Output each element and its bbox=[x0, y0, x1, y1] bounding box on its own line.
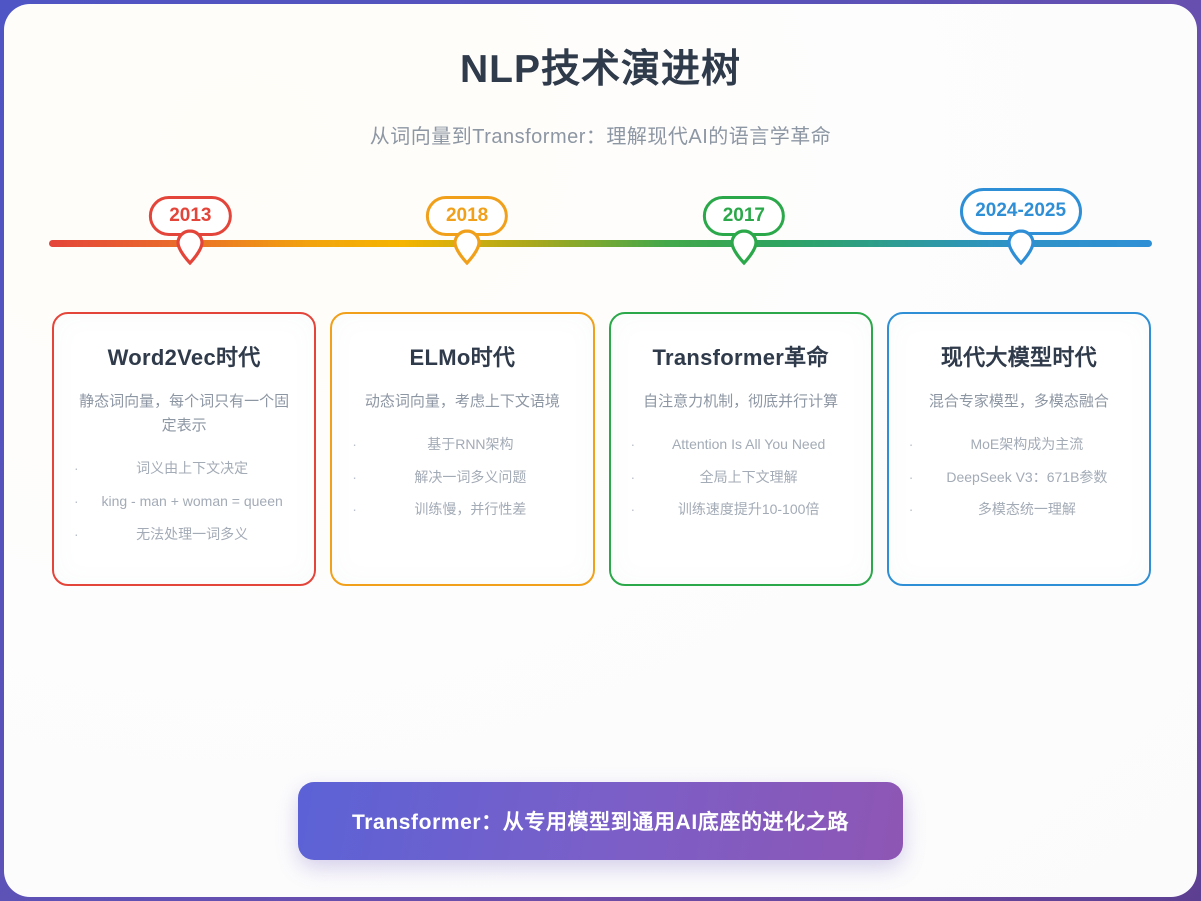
list-item: · 基于RNN架构 bbox=[346, 434, 578, 456]
list-item-label: 多模态统一理解 bbox=[977, 501, 1076, 518]
list-item: · 无法处理一词多义 bbox=[68, 524, 300, 546]
infographic-page-card: NLP技术演进树 从词向量到Transformer：理解现代AI的语言学革命 2… bbox=[4, 4, 1197, 897]
era-card-title: 现代大模型时代 bbox=[940, 345, 1097, 370]
list-item-label: 解决一词多义问题 bbox=[414, 468, 527, 485]
page-title: NLP技术演进树 bbox=[459, 48, 741, 91]
era-card-description: 动态词向量，考虑上下文语境 bbox=[364, 392, 560, 410]
bullet-icon: · bbox=[74, 525, 79, 542]
era-card-points: · 基于RNN架构 · 解决一词多义问题 · 训练慢，并行性差 bbox=[346, 434, 578, 521]
header: NLP技术演进树 从词向量到Transformer：理解现代AI的语言学革命 bbox=[4, 4, 1197, 149]
year-badge: 2024-2025 bbox=[959, 187, 1082, 236]
list-item: · 词义由上下文决定 bbox=[68, 458, 300, 480]
list-item: · 多模态统一理解 bbox=[903, 499, 1135, 521]
location-pin-icon bbox=[729, 228, 759, 266]
era-card-points: · Attention Is All You Need · 全局上下文理解 · … bbox=[625, 434, 857, 521]
era-card-description: 自注意力机制，彻底并行计算 bbox=[643, 392, 839, 410]
list-item-label: 训练速度提升10-100倍 bbox=[677, 501, 820, 518]
bullet-icon: · bbox=[908, 435, 914, 452]
bullet-icon: · bbox=[352, 501, 357, 518]
bullet-icon: · bbox=[630, 435, 636, 452]
list-item: · MoE架构成为主流 bbox=[903, 434, 1135, 456]
bullet-icon: · bbox=[352, 435, 357, 452]
timeline: 2013 2018 2017 bbox=[4, 187, 1197, 266]
summary-banner: Transformer：从专用模型到通用AI底座的进化之路 bbox=[298, 782, 903, 860]
timeline-rail bbox=[49, 239, 1152, 247]
list-item: · 训练慢，并行性差 bbox=[346, 499, 578, 521]
era-card-title: Word2Vec时代 bbox=[107, 345, 261, 370]
bullet-icon: · bbox=[908, 501, 914, 518]
bullet-icon: · bbox=[74, 492, 79, 509]
bullet-icon: · bbox=[908, 468, 914, 485]
list-item: · 训练速度提升10-100倍 bbox=[625, 499, 857, 521]
timeline-marker-2017[interactable]: 2017 bbox=[606, 195, 883, 266]
era-cards-row: Word2Vec时代 静态词向量，每个词只有一个固定表示 · 词义由上下文决定 … bbox=[52, 312, 1151, 586]
list-item-label: 训练慢，并行性差 bbox=[414, 501, 527, 518]
list-item: · 全局上下文理解 bbox=[625, 467, 857, 489]
list-item-label: 基于RNN架构 bbox=[427, 435, 514, 452]
location-pin-icon bbox=[175, 228, 205, 266]
list-item-label: 词义由上下文决定 bbox=[136, 460, 249, 477]
bullet-icon: · bbox=[630, 501, 636, 518]
era-card-points: · MoE架构成为主流 · DeepSeek V3：671B参数 · 多模态统一… bbox=[903, 434, 1135, 521]
list-item-label: 无法处理一词多义 bbox=[136, 525, 249, 542]
timeline-marker-2024-2025[interactable]: 2024-2025 bbox=[882, 187, 1159, 266]
list-item: · 解决一词多义问题 bbox=[346, 467, 578, 489]
list-item: · Attention Is All You Need bbox=[625, 434, 857, 456]
era-card-word2vec[interactable]: Word2Vec时代 静态词向量，每个词只有一个固定表示 · 词义由上下文决定 … bbox=[52, 312, 317, 586]
footer: Transformer：从专用模型到通用AI底座的进化之路 bbox=[4, 782, 1197, 860]
list-item: · king - man + woman = queen bbox=[68, 491, 300, 513]
timeline-marker-2018[interactable]: 2018 bbox=[329, 195, 606, 266]
list-item: · DeepSeek V3：671B参数 bbox=[903, 467, 1135, 489]
era-card-title: ELMo时代 bbox=[409, 345, 516, 370]
page-subtitle: 从词向量到Transformer：理解现代AI的语言学革命 bbox=[369, 125, 832, 148]
era-card-elmo[interactable]: ELMo时代 动态词向量，考虑上下文语境 · 基于RNN架构 · 解决一词多义问… bbox=[330, 312, 595, 586]
era-card-modern-llm[interactable]: 现代大模型时代 混合专家模型，多模态融合 · MoE架构成为主流 · DeepS… bbox=[886, 312, 1151, 586]
era-card-transformer[interactable]: Transformer革命 自注意力机制，彻底并行计算 · Attention … bbox=[608, 312, 873, 586]
era-card-points: · 词义由上下文决定 · king - man + woman = queen … bbox=[68, 458, 300, 545]
bullet-icon: · bbox=[630, 468, 636, 485]
year-badge: 2017 bbox=[702, 195, 786, 237]
location-pin-icon bbox=[452, 228, 482, 266]
era-card-description: 混合专家模型，多模态融合 bbox=[928, 392, 1109, 410]
timeline-marker-2013[interactable]: 2013 bbox=[52, 195, 329, 266]
timeline-marker-row: 2013 2018 2017 bbox=[52, 187, 1159, 266]
list-item-label: DeepSeek V3：671B参数 bbox=[946, 468, 1108, 485]
location-pin-icon bbox=[1006, 228, 1036, 266]
bullet-icon: · bbox=[352, 468, 357, 485]
bullet-icon: · bbox=[74, 460, 79, 477]
era-card-title: Transformer革命 bbox=[652, 345, 829, 370]
list-item-label: MoE架构成为主流 bbox=[970, 435, 1084, 452]
era-card-description: 静态词向量，每个词只有一个固定表示 bbox=[79, 392, 290, 434]
list-item-label: 全局上下文理解 bbox=[699, 468, 798, 485]
list-item-label: king - man + woman = queen bbox=[101, 492, 283, 509]
list-item-label: Attention Is All You Need bbox=[671, 435, 826, 452]
